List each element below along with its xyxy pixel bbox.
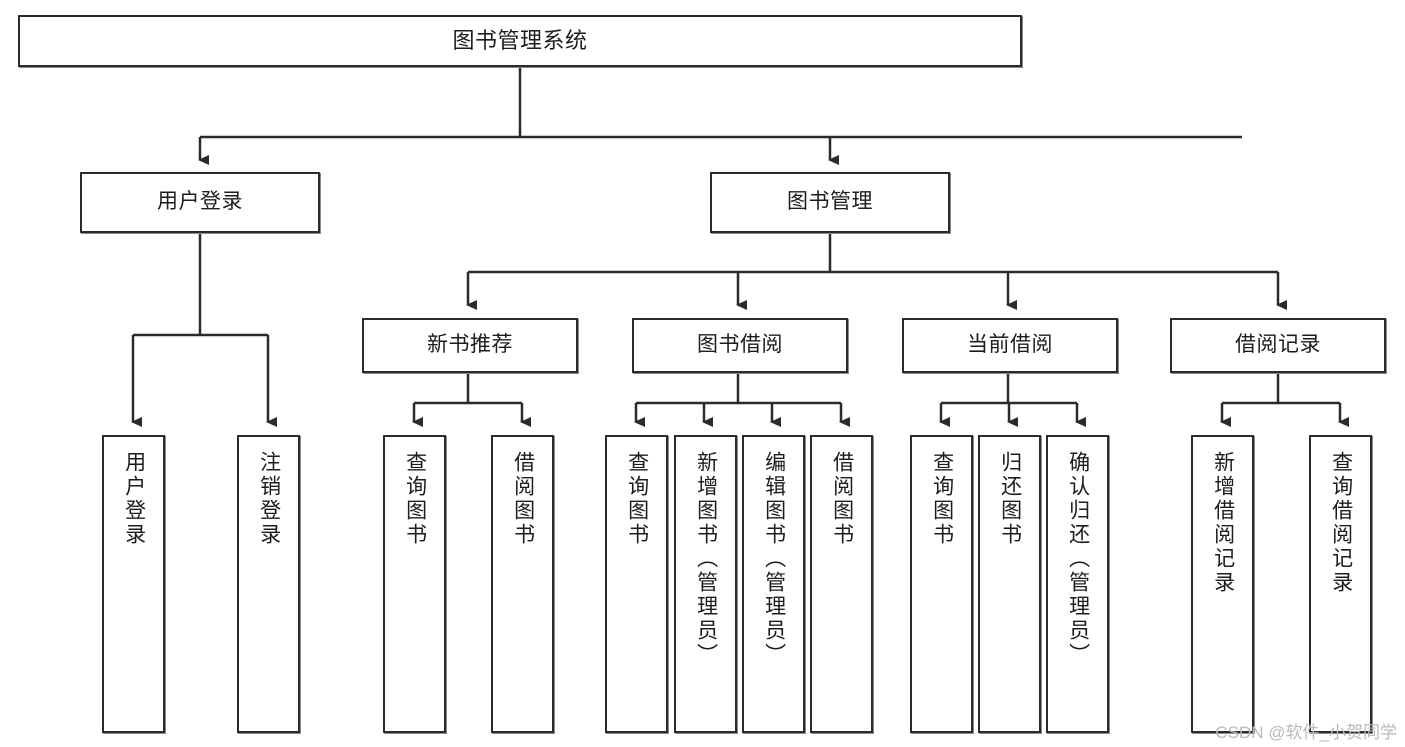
leaf-current-borrow-query[interactable]: 查询图书: [910, 435, 973, 733]
node-book-borrow[interactable]: 图书借阅: [632, 318, 848, 373]
node-new-book-recommend[interactable]: 新书推荐: [362, 318, 578, 373]
node-user-login-label: 用户登录: [157, 190, 243, 214]
leaf-label: 查询图书: [930, 451, 954, 547]
node-new-book-recommend-label: 新书推荐: [427, 333, 513, 357]
leaf-label: 确认归还（管理员）: [1066, 451, 1090, 667]
node-current-borrow-label: 当前借阅: [967, 333, 1053, 357]
leaf-current-borrow-confirm[interactable]: 确认归还（管理员）: [1046, 435, 1109, 733]
node-root-label: 图书管理系统: [452, 28, 588, 54]
watermark: CSDN @软件_小贺同学: [1215, 723, 1397, 742]
leaf-label: 借阅图书: [511, 451, 535, 547]
leaf-label: 新增图书（管理员）: [694, 451, 718, 667]
node-current-borrow[interactable]: 当前借阅: [902, 318, 1118, 373]
leaf-label: 注销登录: [257, 451, 281, 547]
leaf-label: 新增借阅记录: [1211, 451, 1235, 595]
leaf-label: 编辑图书（管理员）: [762, 451, 786, 667]
leaf-label: 归还图书: [998, 451, 1022, 547]
node-book-borrow-label: 图书借阅: [697, 333, 783, 357]
leaf-new-book-query[interactable]: 查询图书: [383, 435, 446, 733]
node-book-management[interactable]: 图书管理: [710, 172, 950, 233]
leaf-current-borrow-return[interactable]: 归还图书: [978, 435, 1041, 733]
leaf-book-borrow-borrow[interactable]: 借阅图书: [810, 435, 873, 733]
leaf-user-login-login[interactable]: 用户登录: [102, 435, 165, 733]
leaf-new-book-borrow[interactable]: 借阅图书: [491, 435, 554, 733]
leaf-label: 借阅图书: [830, 451, 854, 547]
node-book-management-label: 图书管理: [787, 190, 873, 214]
leaf-borrow-record-query[interactable]: 查询借阅记录: [1309, 435, 1372, 733]
node-root[interactable]: 图书管理系统: [18, 15, 1022, 67]
leaf-book-borrow-edit[interactable]: 编辑图书（管理员）: [742, 435, 805, 733]
leaf-book-borrow-query[interactable]: 查询图书: [605, 435, 668, 733]
leaf-user-login-logout[interactable]: 注销登录: [237, 435, 300, 733]
leaf-book-borrow-add[interactable]: 新增图书（管理员）: [674, 435, 737, 733]
leaf-label: 查询借阅记录: [1329, 451, 1353, 595]
node-user-login[interactable]: 用户登录: [80, 172, 320, 233]
node-borrow-record[interactable]: 借阅记录: [1170, 318, 1386, 373]
leaf-label: 用户登录: [122, 451, 146, 547]
leaf-label: 查询图书: [403, 451, 427, 547]
leaf-borrow-record-add[interactable]: 新增借阅记录: [1191, 435, 1254, 733]
leaf-label: 查询图书: [625, 451, 649, 547]
node-borrow-record-label: 借阅记录: [1235, 333, 1321, 357]
